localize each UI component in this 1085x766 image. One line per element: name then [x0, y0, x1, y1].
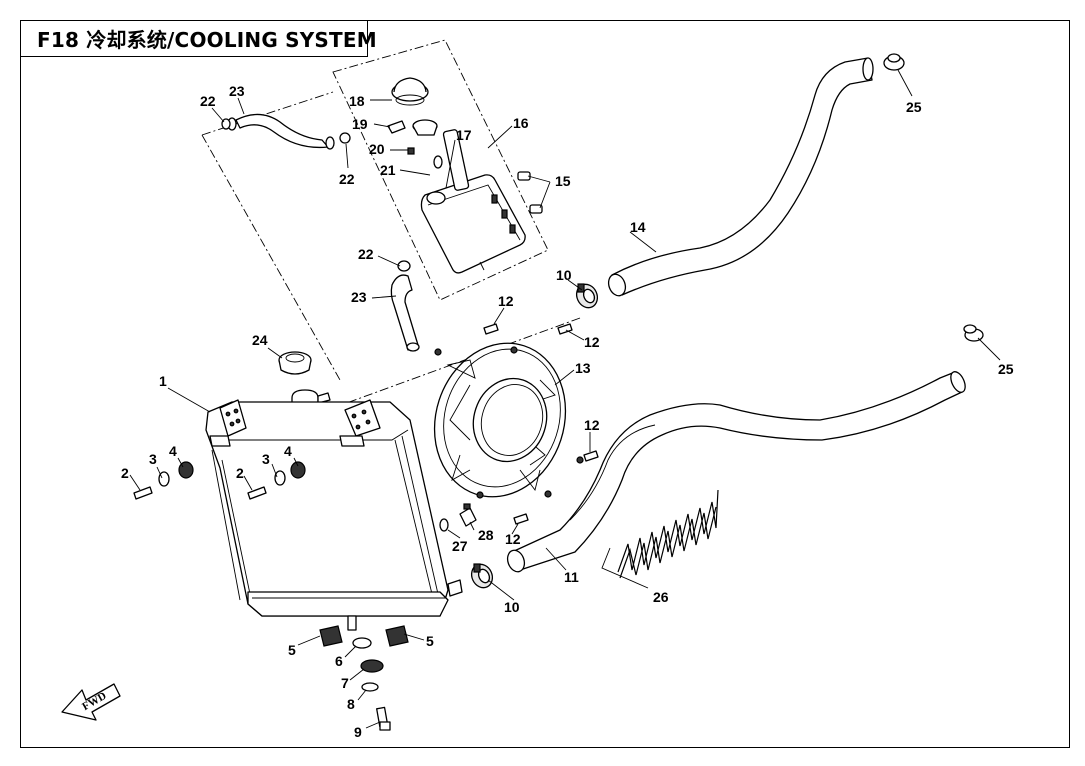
callout-14: 14 [630, 219, 646, 235]
mount-bolt [376, 706, 391, 731]
callout-2: 2 [121, 465, 129, 481]
callout-3: 3 [262, 451, 270, 467]
spring-clamp-upper [883, 53, 905, 71]
callout-17: 17 [456, 127, 472, 143]
overflow-hose-boundary-left [201, 134, 341, 381]
cooling-fan-assembly [433, 342, 584, 499]
callout-11: 11 [564, 569, 579, 585]
lower-hose [506, 371, 966, 573]
callout-4: 4 [284, 443, 292, 459]
overflow-hose-top [227, 113, 335, 150]
reservoir-cap [391, 77, 429, 106]
rubber-mount-right [385, 625, 409, 647]
callout-5: 5 [426, 633, 434, 649]
spring-clamp-lower [963, 324, 984, 342]
upper-hose [607, 57, 874, 297]
leader-lines [129, 69, 1001, 729]
mount-washer-lower [361, 682, 379, 692]
callout-23: 23 [229, 83, 245, 99]
callout-12: 12 [498, 293, 514, 309]
callout-12: 12 [505, 531, 521, 547]
mount-cushion [360, 659, 384, 673]
callout-13: 13 [575, 360, 591, 376]
fan-bolts [483, 323, 599, 525]
hose-clamp-upper [575, 283, 599, 309]
callout-labels: 1 2 2 3 3 4 4 5 5 6 7 8 9 10 10 11 12 12… [121, 83, 1014, 740]
callout-21: 21 [380, 162, 396, 178]
reservoir-filler-neck [412, 119, 438, 136]
callout-9: 9 [354, 724, 362, 740]
callout-5: 5 [288, 642, 296, 658]
callout-7: 7 [341, 675, 349, 691]
callout-10: 10 [556, 267, 572, 283]
callout-3: 3 [149, 451, 157, 467]
mount-washer [352, 637, 372, 649]
callout-24: 24 [252, 332, 268, 348]
callout-1: 1 [159, 373, 167, 389]
small-clamp-3 [397, 260, 411, 272]
mount-hardware-right [247, 461, 306, 500]
rubber-mount-left [319, 625, 343, 647]
callout-26: 26 [653, 589, 669, 605]
radiator [205, 399, 463, 631]
hose-spring [617, 489, 719, 579]
callout-16: 16 [513, 115, 529, 131]
radiator-cap [278, 351, 312, 375]
callout-22: 22 [339, 171, 355, 187]
callout-27: 27 [452, 538, 468, 554]
callout-15: 15 [555, 173, 571, 189]
mount-hardware-left [133, 461, 194, 500]
callout-23: 23 [351, 289, 367, 305]
callout-8: 8 [347, 696, 355, 712]
callout-12: 12 [584, 334, 600, 350]
page-title: F18 冷却系统/COOLING SYSTEM [20, 20, 377, 57]
callout-18: 18 [349, 93, 365, 109]
coolant-reservoir [420, 129, 526, 274]
callout-6: 6 [335, 653, 343, 669]
reservoir-bolts [517, 171, 543, 214]
callout-25: 25 [906, 99, 922, 115]
sensor-washer [439, 518, 449, 532]
callout-10: 10 [504, 599, 520, 615]
diagram-frame [20, 20, 1070, 748]
small-clamp-2 [339, 132, 351, 144]
overflow-hose-lower [390, 274, 420, 352]
callout-25: 25 [998, 361, 1014, 377]
reservoir-fitting [387, 120, 415, 155]
callout-4: 4 [169, 443, 177, 459]
callout-22: 22 [358, 246, 374, 262]
callout-12: 12 [584, 417, 600, 433]
callout-28: 28 [478, 527, 494, 543]
callout-2: 2 [236, 465, 244, 481]
forward-direction-arrow: FWD [61, 683, 121, 721]
callout-19: 19 [352, 116, 368, 132]
hose-clamp-lower [470, 563, 494, 589]
temperature-sensor [459, 503, 477, 527]
callout-22: 22 [200, 93, 216, 109]
callout-20: 20 [369, 141, 385, 157]
assembly-line-fan [299, 317, 581, 421]
